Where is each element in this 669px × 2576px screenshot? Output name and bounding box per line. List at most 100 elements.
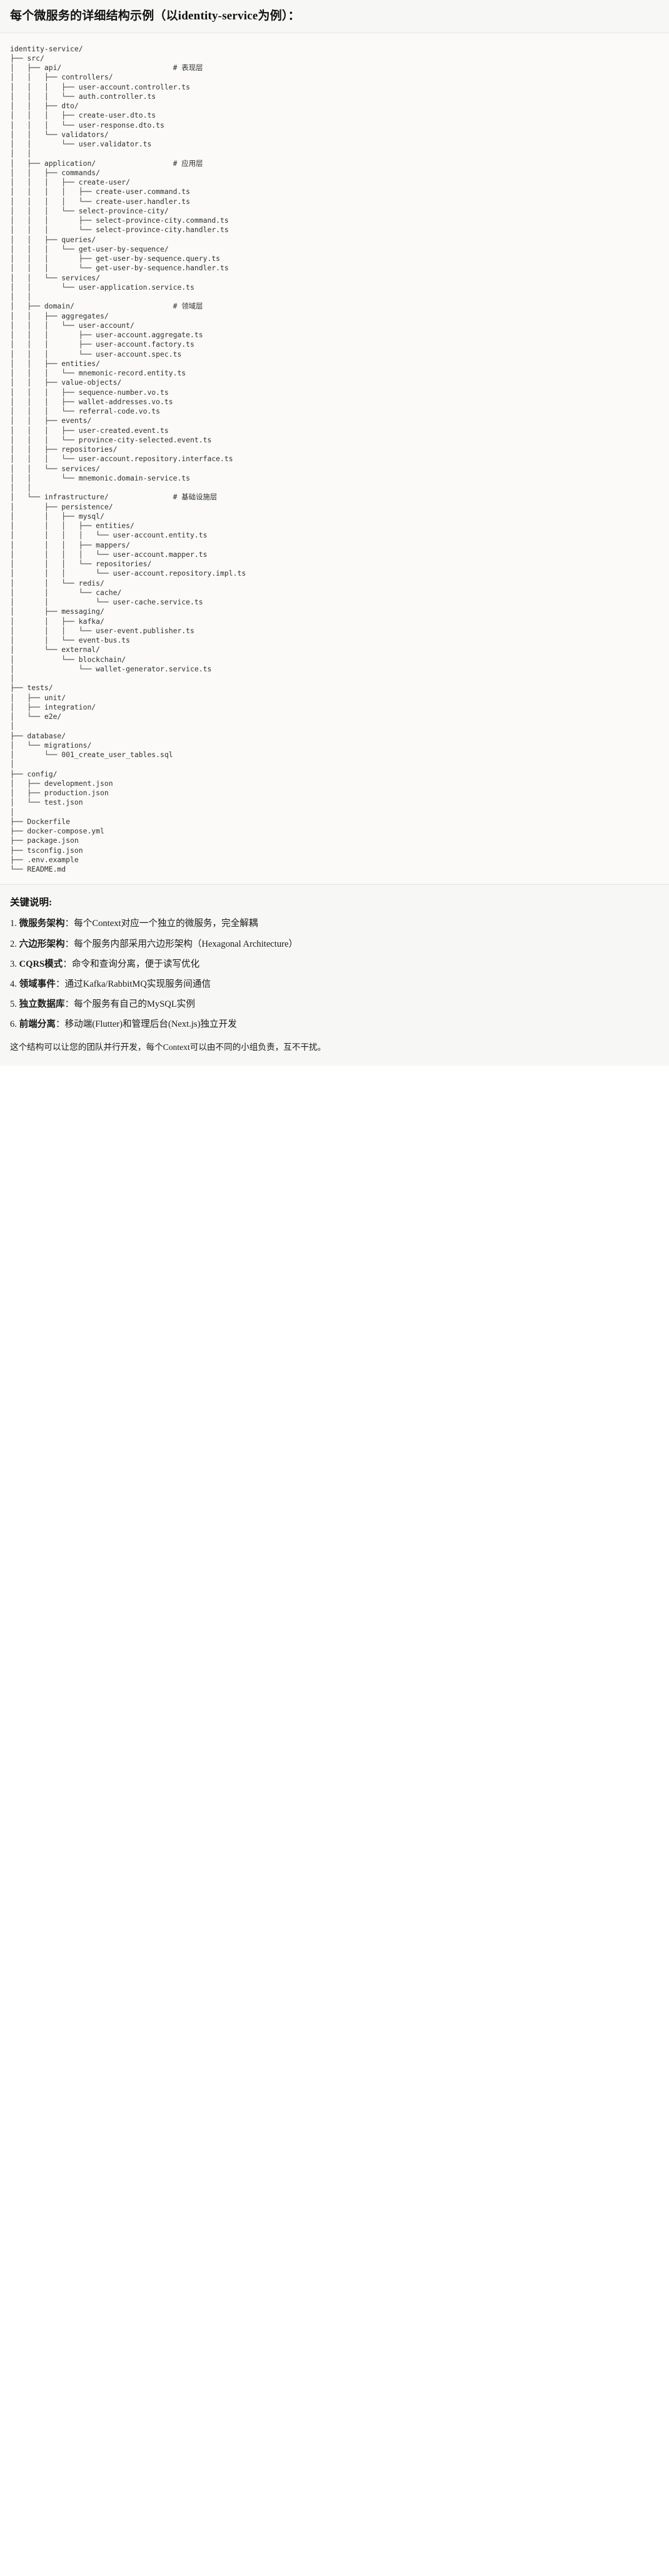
key-note-item: CQRS模式：命令和查询分离，便于读写优化 xyxy=(10,958,659,971)
tree-line: │ │ ├── aggregates/ xyxy=(10,311,109,320)
tree-line: │ │ └── user.validator.ts xyxy=(10,140,152,149)
tree-line: │ │ ├── repositories/ xyxy=(10,445,118,454)
tree-line: │ │ │ └── select-province-city/ xyxy=(10,206,169,215)
key-note-term: 前端分离 xyxy=(19,1019,56,1030)
tree-line: │ │ │ └── referral-code.vo.ts xyxy=(10,407,161,416)
document-header: 每个微服务的详细结构示例（以identity-service为例）： xyxy=(0,0,669,33)
tree-line: │ │ │ └── user-account.spec.ts xyxy=(10,349,182,359)
key-note-item: 独立数据库：每个服务有自己的MySQL实例 xyxy=(10,998,659,1011)
tree-line: │ │ │ ├── mappers/ xyxy=(10,540,131,549)
tree-line: │ │ │ │ └── user-account.mapper.ts xyxy=(10,549,208,559)
key-note-term: 六边形架构 xyxy=(19,939,65,949)
tree-line: ├── docker-compose.yml xyxy=(10,827,104,836)
key-notes-section: 关键说明: 微服务架构：每个Context对应一个独立的微服务，完全解耦六边形架… xyxy=(0,885,669,1066)
tree-line: ├── .env.example xyxy=(10,855,79,864)
tree-line: ├── tests/ xyxy=(10,683,53,693)
directory-tree: identity-service/├── src/│ ├── api/ # 表现… xyxy=(0,44,669,875)
tree-line: │ ├── development.json xyxy=(10,778,113,788)
tree-line: │ ├── persistence/ xyxy=(10,502,113,511)
key-note-description: ：每个服务内部采用六边形架构（Hexagonal Architecture） xyxy=(64,939,298,949)
tree-line: │ │ └── mnemonic.domain-service.ts xyxy=(10,473,191,482)
tree-line: │ │ └── services/ xyxy=(10,464,101,473)
tree-line: │ │ │ ├── create-user/ xyxy=(10,178,131,187)
tree-line: │ │ │ ├── user-account.controller.ts xyxy=(10,82,191,91)
tree-line: │ xyxy=(10,807,14,817)
tree-line: │ │ │ └── user-event.publisher.ts xyxy=(10,626,194,635)
tree-line: │ ├── api/ # 表现层 xyxy=(10,63,203,73)
tree-line: │ └── 001_create_user_tables.sql xyxy=(10,750,173,760)
tree-line: │ │ │ └── province-city-selected.event.t… xyxy=(10,435,212,444)
key-notes-list: 微服务架构：每个Context对应一个独立的微服务，完全解耦六边形架构：每个服务… xyxy=(10,917,659,1031)
tree-line: │ │ │ ├── wallet-addresses.vo.ts xyxy=(10,397,173,406)
key-note-term: 微服务架构 xyxy=(19,919,65,929)
tree-line: │ │ │ ├── create-user.dto.ts xyxy=(10,111,156,120)
tree-line: │ │ │ ├── user-account.aggregate.ts xyxy=(10,330,203,340)
key-note-term: 领域事件 xyxy=(19,979,56,989)
key-note-term: CQRS模式 xyxy=(19,959,63,969)
key-note-description: ：命令和查询分离，便于读写优化 xyxy=(63,959,200,969)
tree-line: │ └── e2e/ xyxy=(10,712,62,721)
tree-line: │ xyxy=(10,760,14,769)
tree-line: │ │ └── user-application.service.ts xyxy=(10,282,194,292)
tree-line: │ │ │ └── auth.controller.ts xyxy=(10,91,156,101)
tree-line: │ xyxy=(10,721,14,731)
tree-line: │ │ │ ├── entities/ xyxy=(10,521,134,531)
tree-line: │ └── blockchain/ xyxy=(10,654,126,664)
tree-line: │ │ └── user-cache.service.ts xyxy=(10,598,203,607)
tree-line: │ │ │ │ └── user-account.entity.ts xyxy=(10,531,208,540)
tree-line: │ ├── messaging/ xyxy=(10,607,104,616)
tree-line: ├── database/ xyxy=(10,731,66,740)
tree-line: │ │ │ └── user-response.dto.ts xyxy=(10,120,164,130)
tree-line: │ │ xyxy=(10,149,32,158)
tree-line: │ │ └── validators/ xyxy=(10,130,109,139)
tree-line: ├── config/ xyxy=(10,769,58,778)
tree-line: │ │ └── event-bus.ts xyxy=(10,636,131,645)
directory-tree-block: identity-service/├── src/│ ├── api/ # 表现… xyxy=(0,33,669,885)
tree-line: │ │ │ ├── user-account.factory.ts xyxy=(10,340,194,349)
key-note-description: ：每个服务有自己的MySQL实例 xyxy=(64,999,195,1010)
tree-line: │ │ │ └── user-account/ xyxy=(10,320,134,330)
key-note-description: ：通过Kafka/RabbitMQ实现服务间通信 xyxy=(55,979,211,989)
key-note-item: 前端分离：移动端(Flutter)和管理后台(Next.js)独立开发 xyxy=(10,1018,659,1031)
tree-line: │ xyxy=(10,674,14,683)
tree-line: │ │ xyxy=(10,483,32,492)
tree-line: ├── package.json xyxy=(10,836,79,845)
tree-line: │ │ ├── value-objects/ xyxy=(10,378,122,387)
tree-line: │ │ ├── queries/ xyxy=(10,235,96,244)
tree-line: │ │ │ └── get-user-by-sequence.handler.t… xyxy=(10,263,229,273)
tree-line: │ ├── integration/ xyxy=(10,702,96,711)
tree-line: │ │ ├── events/ xyxy=(10,416,92,425)
tree-line: │ ├── production.json xyxy=(10,788,109,798)
tree-line: │ │ │ └── select-province-city.handler.t… xyxy=(10,225,229,235)
tree-line: └── README.md xyxy=(10,865,66,874)
tree-line: │ ├── application/ # 应用层 xyxy=(10,158,203,168)
tree-line: │ │ └── cache/ xyxy=(10,588,122,597)
key-note-item: 微服务架构：每个Context对应一个独立的微服务，完全解耦 xyxy=(10,917,659,930)
tree-line: │ ├── domain/ # 领域层 xyxy=(10,302,203,311)
tree-line: │ │ │ │ └── create-user.handler.ts xyxy=(10,196,191,206)
tree-line: ├── Dockerfile xyxy=(10,817,71,826)
tree-line: │ │ │ └── user-account.repository.interf… xyxy=(10,454,233,464)
tree-line: │ │ │ ├── select-province-city.command.t… xyxy=(10,216,229,225)
tree-line: │ │ └── services/ xyxy=(10,273,101,282)
tree-line: │ │ ├── entities/ xyxy=(10,359,101,368)
tree-line: │ └── test.json xyxy=(10,798,83,807)
key-notes-heading: 关键说明: xyxy=(10,897,53,909)
tree-line: │ └── wallet-generator.service.ts xyxy=(10,664,212,673)
page-title: 每个微服务的详细结构示例（以identity-service为例）： xyxy=(10,9,300,23)
tree-line: │ │ ├── commands/ xyxy=(10,168,101,177)
tree-line: │ ├── unit/ xyxy=(10,693,66,702)
tree-line: │ └── migrations/ xyxy=(10,740,92,750)
tree-line: │ │ │ └── get-user-by-sequence/ xyxy=(10,244,169,253)
tree-line: identity-service/ xyxy=(10,44,83,53)
tree-line: │ │ └── redis/ xyxy=(10,578,104,588)
tree-line: │ │ │ ├── sequence-number.vo.ts xyxy=(10,387,169,397)
tree-line: │ │ │ ├── get-user-by-sequence.query.ts xyxy=(10,254,221,263)
tree-line: │ │ │ ├── user-created.event.ts xyxy=(10,425,169,435)
tree-line: │ │ │ │ ├── create-user.command.ts xyxy=(10,187,191,196)
tree-line: │ │ │ └── user-account.repository.impl.t… xyxy=(10,569,246,578)
tree-line: │ │ ├── kafka/ xyxy=(10,616,104,626)
key-note-description: ：移动端(Flutter)和管理后台(Next.js)独立开发 xyxy=(55,1019,237,1030)
closing-paragraph: 这个结构可以让您的团队并行开发，每个Context可以由不同的小组负责，互不干扰… xyxy=(10,1042,326,1052)
tree-line: ├── src/ xyxy=(10,53,44,63)
